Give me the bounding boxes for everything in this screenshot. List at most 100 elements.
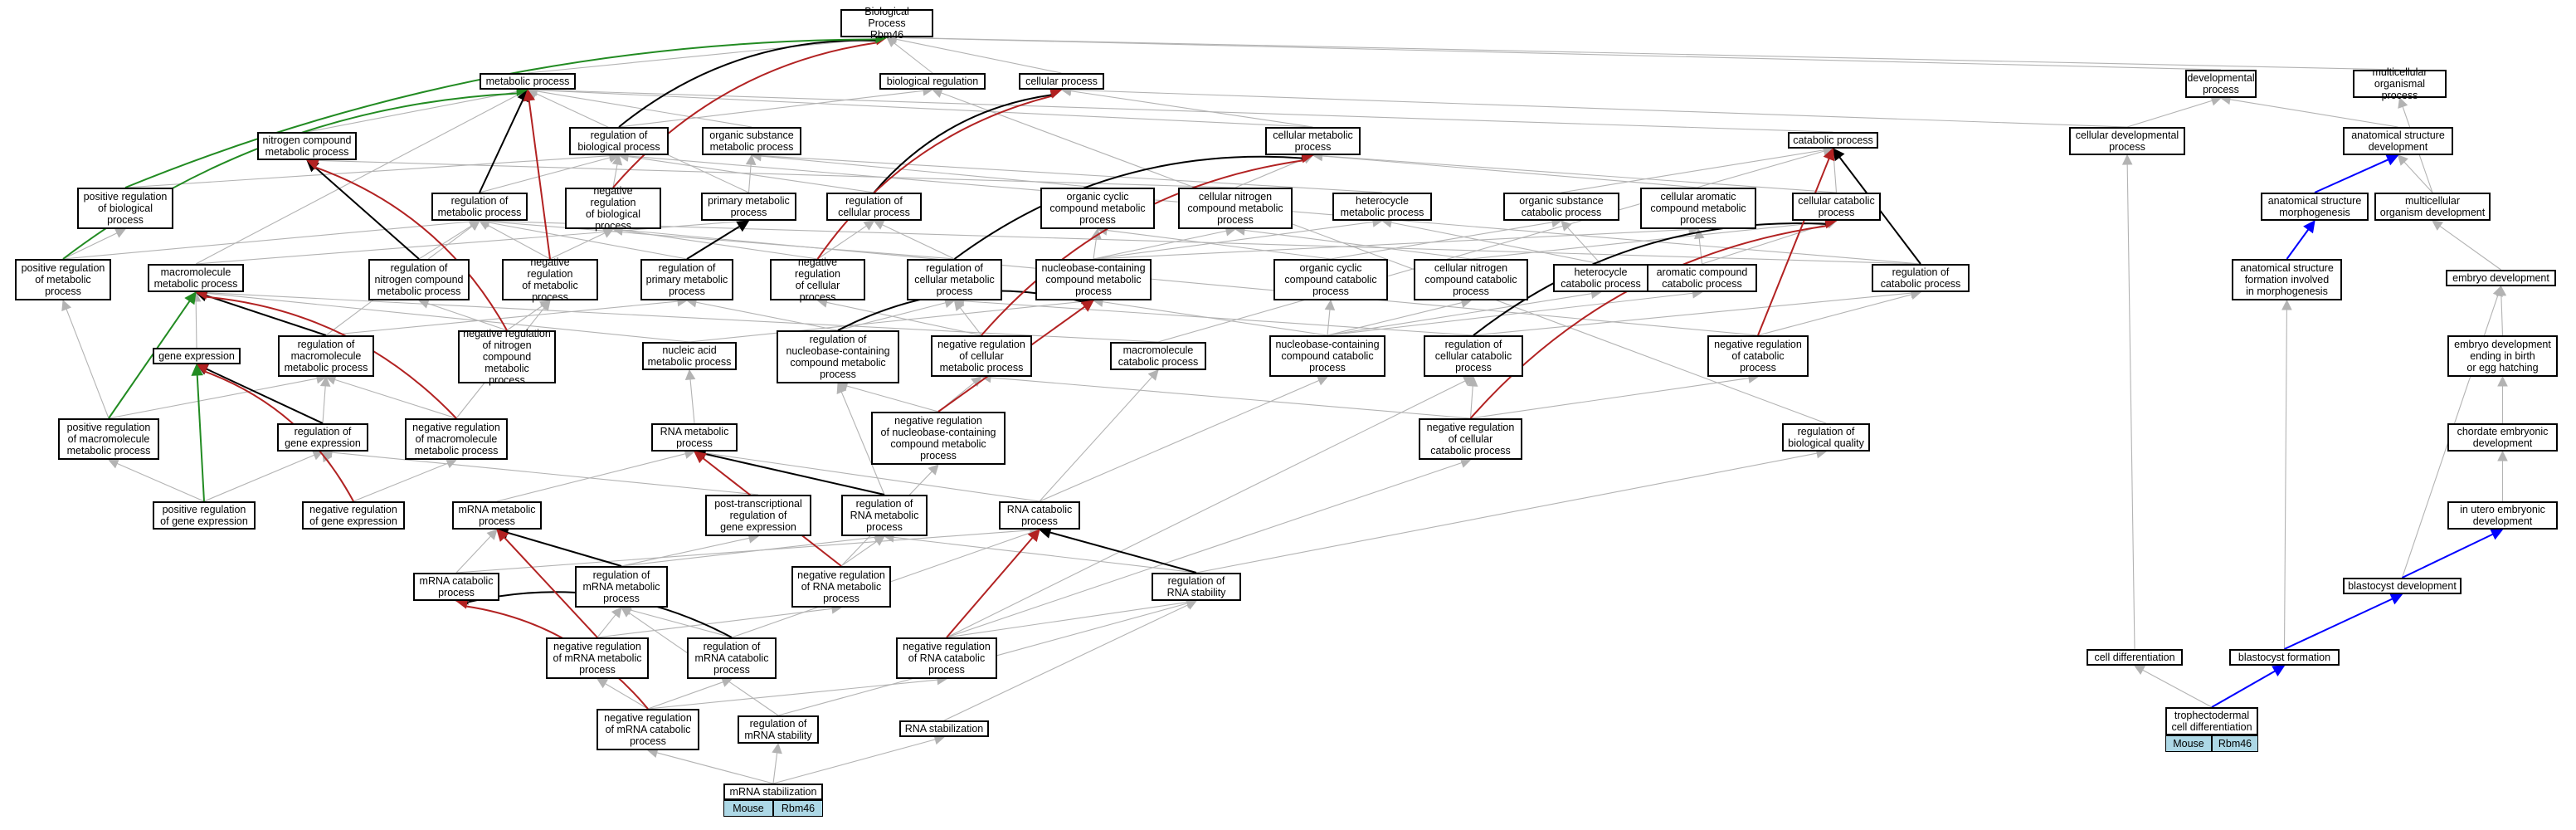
- go-term-node-rrs[interactable]: regulation of RNA stability: [1152, 573, 1241, 601]
- go-term-node-bd[interactable]: blastocyst development: [2343, 578, 2462, 594]
- go-term-node-occcp[interactable]: organic cyclic compound catabolic proces…: [1273, 259, 1388, 300]
- is-a-edge: [1039, 379, 1320, 502]
- go-term-node-cdp[interactable]: cellular developmental process: [2069, 127, 2185, 155]
- go-term-node-cmp[interactable]: cellular metabolic process: [1265, 127, 1361, 155]
- is-a-edge-arrowhead: [873, 535, 885, 546]
- go-term-node-ccp[interactable]: cellular catabolic process: [1792, 193, 1881, 221]
- go-term-label: regulation of RNA metabolic process: [850, 498, 919, 533]
- go-term-node-pmp[interactable]: primary metabolic process: [701, 193, 796, 221]
- go-term-node-edeb[interactable]: embryo development ending in birth or eg…: [2447, 335, 2558, 377]
- go-term-node-rbp[interactable]: regulation of biological process: [569, 127, 669, 155]
- go-term-node-nrccp[interactable]: negative regulation of cellular cataboli…: [1419, 418, 1522, 460]
- go-term-node-rge[interactable]: regulation of gene expression: [277, 423, 368, 452]
- go-term-node-br[interactable]: biological regulation: [879, 73, 986, 90]
- go-term-node-nrmrcp[interactable]: negative regulation of mRNA catabolic pr…: [597, 709, 699, 750]
- go-term-node-mp[interactable]: metabolic process: [480, 73, 576, 90]
- go-term-node-oscp[interactable]: organic substance catabolic process: [1503, 193, 1619, 221]
- go-term-node-nrncmp[interactable]: negative regulation of nitrogen compound…: [458, 328, 556, 386]
- go-term-node-rpmp[interactable]: regulation of primary metabolic process: [640, 259, 733, 300]
- go-term-node-nrmmp[interactable]: negative regulation of macromolecule met…: [405, 418, 508, 460]
- go-term-node-dp[interactable]: developmental process: [2185, 70, 2257, 98]
- is-a-edge: [689, 378, 695, 424]
- go-term-node-asm[interactable]: anatomical structure morphogenesis: [2261, 193, 2369, 221]
- go-term-node-rmrcp[interactable]: regulation of mRNA catabolic process: [687, 637, 777, 679]
- go-term-node-mrcp[interactable]: mRNA catabolic process: [413, 573, 499, 601]
- go-term-node-mcp[interactable]: macromolecule catabolic process: [1110, 342, 1206, 370]
- go-term-node-nrcatp[interactable]: negative regulation of catabolic process: [1707, 335, 1809, 377]
- go-term-node-accp[interactable]: aromatic compound catabolic process: [1647, 264, 1757, 292]
- go-term-node-cd[interactable]: cell differentiation: [2087, 649, 2183, 666]
- go-term-node-rmp[interactable]: regulation of metabolic process: [431, 193, 528, 221]
- go-term-node-nbccp[interactable]: nucleobase-containing compound catabolic…: [1269, 335, 1385, 377]
- go-term-node-cacmp[interactable]: cellular aromatic compound metabolic pro…: [1640, 188, 1756, 229]
- is-a-edge: [204, 292, 690, 343]
- go-term-node-bf[interactable]: blastocyst formation: [2229, 649, 2340, 666]
- is-a-edge: [322, 385, 326, 424]
- go-term-node-prmmp[interactable]: positive regulation of macromolecule met…: [58, 418, 159, 460]
- go-term-node-nrcmp[interactable]: negative regulation of cellular metaboli…: [931, 335, 1032, 377]
- go-term-node-mrmp[interactable]: mRNA metabolic process: [452, 501, 542, 530]
- go-term-node-mod[interactable]: multicellular organism development: [2374, 193, 2491, 221]
- is-a-edge-arrowhead: [2134, 665, 2146, 676]
- is-a-edge: [846, 385, 939, 413]
- gene-tag[interactable]: Rbm46: [2212, 735, 2258, 752]
- go-term-node-rcatp2[interactable]: RNA catabolic process: [999, 501, 1080, 530]
- go-term-node-nrmp[interactable]: negative regulation of metabolic process: [502, 256, 598, 303]
- go-term-node-ed[interactable]: embryo development: [2446, 270, 2556, 286]
- gene-tag[interactable]: Rbm46: [773, 800, 823, 817]
- go-term-node-asd[interactable]: anatomical structure development: [2343, 127, 2453, 155]
- go-term-node-mop[interactable]: multicellular organismal process: [2353, 66, 2447, 101]
- go-term-node-tcd[interactable]: trophectodermal cell differentiation: [2165, 707, 2258, 735]
- go-term-node-rcmp[interactable]: regulation of cellular metabolic process: [907, 259, 1002, 300]
- go-term-node-prge[interactable]: positive regulation of gene expression: [153, 501, 256, 530]
- go-term-label: positive regulation of metabolic process: [21, 262, 105, 297]
- go-term-node-rcp[interactable]: regulation of cellular process: [826, 193, 922, 221]
- go-term-node-rncmp[interactable]: regulation of nitrogen compound metaboli…: [368, 259, 470, 300]
- go-term-node-ge[interactable]: gene expression: [153, 348, 241, 364]
- go-term-node-cncmp[interactable]: cellular nitrogen compound metabolic pro…: [1178, 188, 1293, 229]
- negative-regulation-edge: [528, 100, 551, 260]
- organism-tag[interactable]: Mouse: [2165, 735, 2212, 752]
- go-term-node-cp[interactable]: cellular process: [1019, 73, 1104, 90]
- go-term-node-hcp[interactable]: heterocycle catabolic process: [1553, 264, 1648, 292]
- go-term-node-nrbp[interactable]: negative regulation of biological proces…: [565, 185, 661, 232]
- go-term-node-cnccp[interactable]: cellular nitrogen compound catabolic pro…: [1414, 259, 1528, 300]
- go-term-node-osmp[interactable]: organic substance metabolic process: [702, 127, 801, 155]
- go-term-node-nrmrmp[interactable]: negative regulation of mRNA metabolic pr…: [546, 637, 649, 679]
- go-term-node-rccp[interactable]: regulation of cellular catabolic process: [1424, 335, 1523, 377]
- go-term-node-occmp[interactable]: organic cyclic compound metabolic proces…: [1040, 188, 1155, 229]
- go-term-node-hmp[interactable]: heterocycle metabolic process: [1332, 193, 1432, 221]
- go-term-node-rrmp[interactable]: regulation of RNA metabolic process: [841, 495, 928, 536]
- go-term-node-ncmp[interactable]: nitrogen compound metabolic process: [257, 132, 357, 160]
- go-term-node-nrnbcmp[interactable]: negative regulation of nucleobase-contai…: [871, 412, 1006, 465]
- go-term-node-rnamp[interactable]: RNA metabolic process: [651, 423, 738, 452]
- go-term-node-nrrcp[interactable]: negative regulation of RNA catabolic pro…: [896, 637, 997, 679]
- go-term-node-mmp[interactable]: macromolecule metabolic process: [148, 264, 244, 292]
- go-term-node-catp[interactable]: catabolic process: [1788, 132, 1878, 149]
- go-term-node-rmmp[interactable]: regulation of macromolecule metabolic pr…: [278, 335, 374, 377]
- go-term-node-rbq[interactable]: regulation of biological quality: [1782, 423, 1870, 452]
- go-term-node-nrrmp[interactable]: negative regulation of RNA metabolic pro…: [791, 566, 891, 608]
- go-term-node-nrge[interactable]: negative regulation of gene expression: [302, 501, 405, 530]
- go-term-node-rnbcmp[interactable]: regulation of nucleobase-containing comp…: [777, 330, 899, 383]
- go-term-label: regulation of nucleobase-containing comp…: [786, 334, 890, 380]
- go-term-node-rms[interactable]: regulation of mRNA stability: [738, 715, 819, 744]
- part-of-edge: [1049, 531, 1197, 574]
- go-term-node-namp[interactable]: nucleic acid metabolic process: [642, 342, 737, 370]
- go-term-node-ced[interactable]: chordate embryonic development: [2447, 423, 2558, 452]
- go-term-node-ptrge[interactable]: post-transcriptional regulation of gene …: [705, 495, 811, 536]
- go-term-node-rcatp[interactable]: regulation of catabolic process: [1872, 264, 1970, 292]
- go-term-node-rmrmp[interactable]: regulation of mRNA metabolic process: [575, 566, 668, 608]
- is-a-edge: [703, 452, 1040, 502]
- go-term-node-asfm[interactable]: anatomical structure formation involved …: [2232, 259, 2342, 300]
- go-term-node-rs[interactable]: RNA stabilization: [899, 720, 989, 737]
- go-term-node-nrcp[interactable]: negative regulation of cellular process: [770, 256, 865, 303]
- organism-tag[interactable]: Mouse: [723, 800, 773, 817]
- go-term-node-bp[interactable]: Biological Process Rbm46: [840, 6, 933, 41]
- is-a-edge: [1106, 229, 1332, 260]
- go-term-node-iued[interactable]: in utero embryonic development: [2447, 501, 2558, 530]
- go-term-node-ms[interactable]: mRNA stabilization: [723, 784, 823, 800]
- go-term-node-prmp[interactable]: positive regulation of metabolic process: [15, 259, 111, 300]
- go-term-node-prbp[interactable]: positive regulation of biological proces…: [77, 188, 173, 229]
- go-term-node-nbcmp[interactable]: nucleobase-containing compound metabolic…: [1035, 259, 1152, 300]
